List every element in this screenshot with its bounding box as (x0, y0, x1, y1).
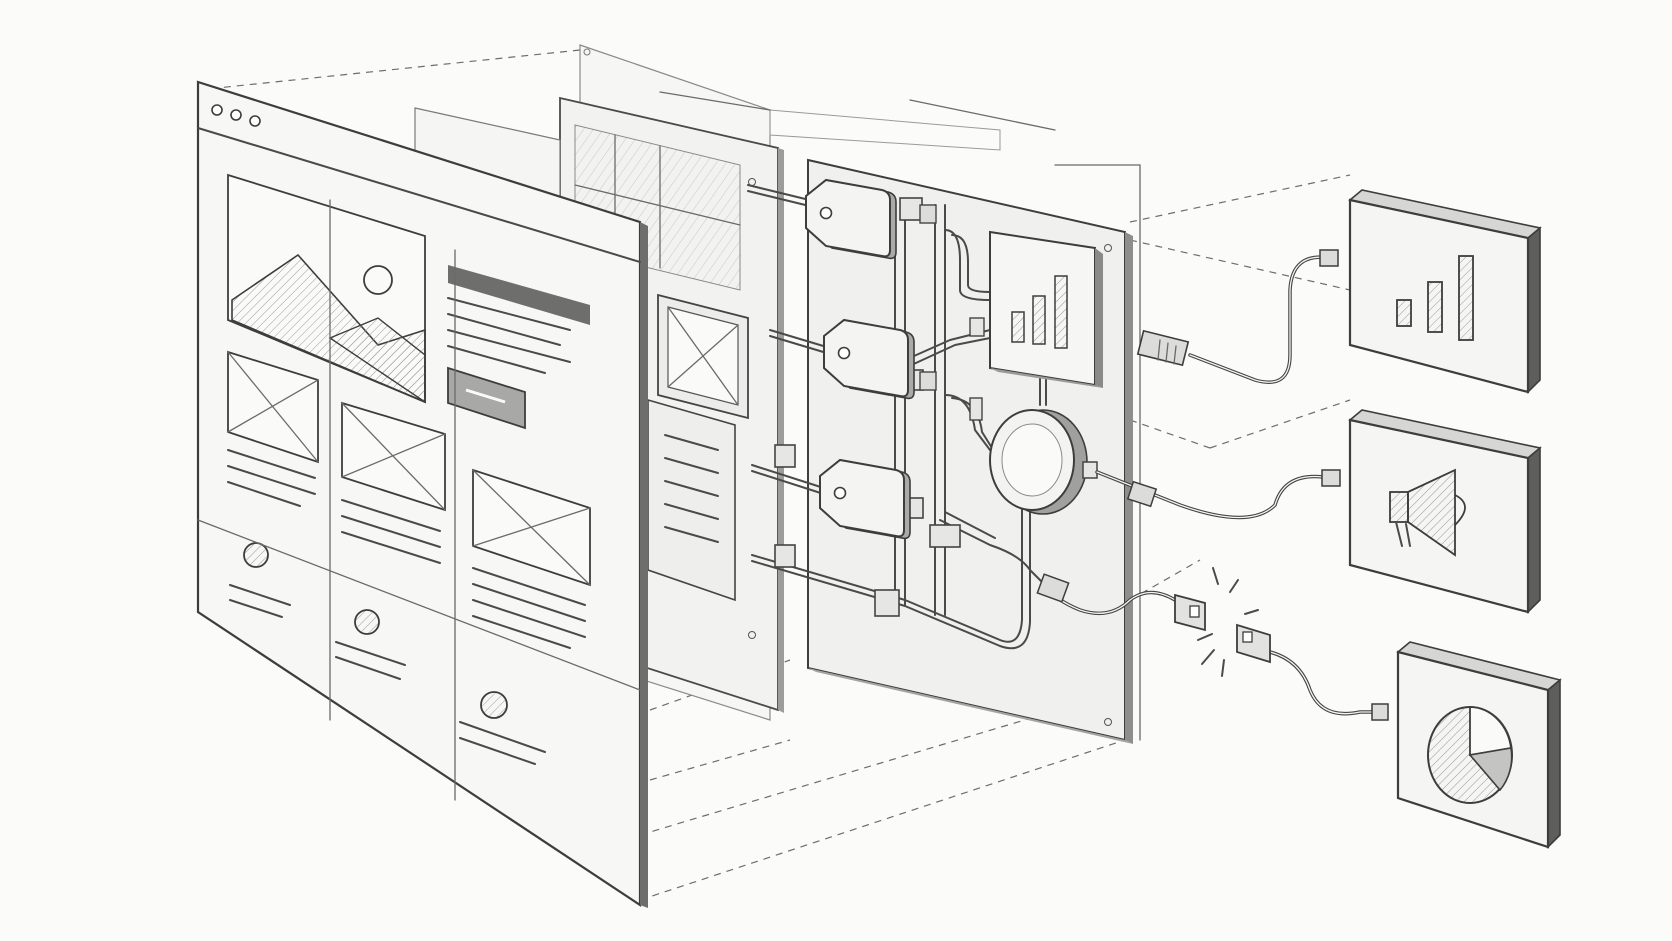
connection-spark-marks (1197, 567, 1259, 677)
usb-plug-icon (1174, 593, 1206, 632)
hero-text-block (447, 265, 590, 430)
card-image-placeholder (227, 350, 319, 464)
card-text-lines (227, 449, 586, 649)
card-image-placeholder (472, 468, 591, 587)
signal-wires (747, 184, 1047, 650)
list-module (647, 398, 736, 602)
connector-blocks (774, 197, 985, 617)
bar-chart-icon (989, 230, 1103, 388)
card-image-placeholder (341, 401, 446, 512)
tag-icon (805, 178, 897, 260)
pie-chart-tile (1396, 641, 1562, 849)
circular-hub-icon (989, 409, 1098, 515)
megaphone-icon (1389, 468, 1466, 557)
image-module (657, 293, 749, 420)
browser-window (196, 80, 648, 908)
hero-image-placeholder (227, 173, 426, 404)
output-cables (1036, 249, 1389, 721)
tag-icon (819, 458, 911, 540)
logic-board-panel (747, 158, 1133, 744)
usb-plug-icon (1236, 623, 1271, 664)
cta-button (447, 366, 526, 430)
bar-chart-tile (1348, 189, 1542, 394)
pie-chart-icon (1427, 706, 1513, 804)
window-controls (211, 104, 261, 127)
bar-chart-icon (1396, 255, 1474, 341)
megaphone-tile (1348, 409, 1542, 614)
tag-icon (823, 318, 915, 400)
